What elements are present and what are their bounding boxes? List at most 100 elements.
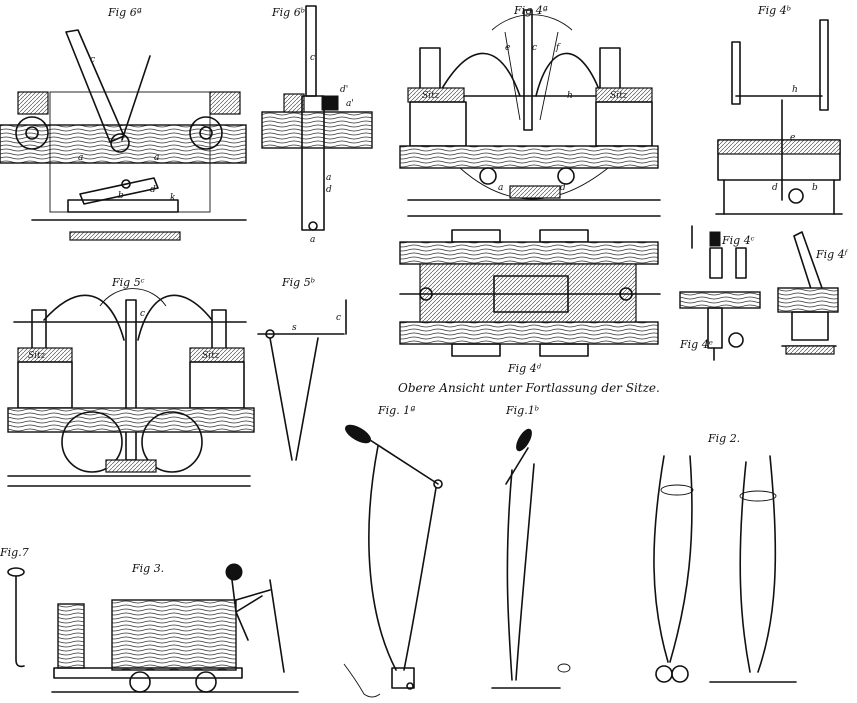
fig6b-beam	[261, 111, 373, 149]
fig3-drawing: Fig 3.	[51, 562, 299, 693]
fig1a-label: Fig. 1ª	[377, 404, 415, 417]
fig5c-label: Fig 5ᶜ	[111, 276, 145, 289]
fig4b-post-left	[731, 41, 741, 105]
fig5c-letter-c: c	[140, 309, 145, 319]
fig6b-letter-d: d	[326, 185, 332, 195]
fig2-right-outer-b	[757, 455, 777, 673]
fig4a-base	[509, 185, 561, 199]
fig4b-label: Fig 4ᵇ	[757, 4, 791, 17]
fig5b-drawing: Fig 5ᵇ s c	[257, 276, 347, 461]
fig4d-top-wheel-right	[539, 229, 589, 243]
fig6a-letter-b: b	[118, 191, 124, 201]
fig4a-guide-left	[504, 31, 521, 121]
fig5c-seatbox-right	[189, 361, 245, 409]
fig6a-right-hub-center	[199, 126, 213, 140]
fig6a-label: Fig 6ª	[107, 6, 142, 19]
fig7-label: Fig.7	[0, 546, 29, 559]
fig4d-top-wheel-left	[451, 229, 501, 243]
fig4a-wheel-right	[557, 167, 575, 185]
fig3-crate-left	[57, 603, 85, 669]
fig6b-drawing: Fig 6ᵇ c d' a' a d a	[261, 5, 373, 245]
fig6b-letter-a: a	[326, 173, 331, 183]
fig6b-block-left	[283, 93, 305, 113]
fig4a-guide-right	[539, 31, 559, 121]
fig4a-letter-f: f	[555, 43, 561, 53]
fig6a-letter-k: k	[170, 193, 175, 203]
fig3-chassis	[53, 667, 243, 679]
fig6a-right-wheel-hub	[189, 116, 223, 150]
fig1a-drawing: Fig. 1ª	[343, 404, 443, 698]
fig5c-arm-left	[43, 294, 125, 341]
fig7-drawing: Fig.7	[0, 546, 29, 668]
fig1b-label: Fig.1ᵇ	[505, 404, 539, 417]
fig7-rod	[15, 575, 25, 668]
fig6b-letter-dprime: d'	[340, 85, 348, 95]
fig6b-letter-aprime: a'	[346, 99, 354, 109]
fig6a-letter-a: a	[78, 153, 83, 163]
fig4a-letter-e: e	[505, 43, 510, 53]
fig2-left-band	[660, 484, 694, 496]
fig5c-lever	[125, 299, 137, 461]
fig1b-ring	[557, 663, 571, 673]
fig4a-arm-left	[439, 52, 521, 97]
fig6b-foot	[308, 221, 318, 231]
fig4c-side-plate	[735, 247, 747, 279]
fig4a-seat-post-left	[419, 47, 441, 91]
fig6a-right-bracket	[209, 91, 241, 115]
fig4c-block	[709, 231, 721, 247]
fig6b-block-right	[321, 95, 339, 111]
fig3-crate-main	[111, 599, 237, 671]
fig1a-handle-grip	[345, 424, 371, 444]
fig4a-letter-d: d	[560, 183, 566, 193]
fig4a-frame	[399, 145, 659, 169]
fig1a-foot	[391, 667, 415, 689]
fig4d-bottom-wheel-left	[451, 343, 501, 357]
fig4f-label: Fig 4ᶠ	[815, 248, 849, 261]
fig4a-letter-h: h	[567, 91, 573, 101]
fig4d-deck	[419, 263, 637, 323]
fig6a-brake-arm	[121, 55, 151, 141]
fig4f-housing	[791, 311, 829, 341]
fig1a-ring	[406, 682, 414, 690]
fig1b-drawing: Fig.1ᵇ	[491, 404, 571, 689]
fig4b-letter-e: e	[790, 133, 795, 143]
fig1a-top-bar	[369, 439, 439, 485]
fig4a-lever	[523, 9, 533, 131]
fig6a-ground	[69, 231, 181, 241]
fig4d-frame-bottom	[399, 321, 659, 345]
fig6a-beam	[0, 124, 247, 164]
fig4a-seat-post-right	[599, 47, 621, 91]
fig5c-base	[105, 459, 157, 473]
fig2-left-outer-a	[653, 455, 669, 663]
fig1a-right-leg	[403, 487, 437, 671]
fig5c-swing-arc	[99, 288, 167, 307]
fig4a-seatbox-left	[409, 101, 467, 147]
fig1b-right-leg	[515, 463, 535, 681]
fig5c-drawing: Fig 5ᶜ Sitz Sitz c	[7, 276, 255, 487]
fig3-wheel-2	[195, 671, 217, 693]
fig6a-left-hub-center	[25, 126, 39, 140]
fig6b-rod	[305, 5, 317, 97]
fig6a-left-bracket	[17, 91, 49, 115]
fig1b-left-leg	[506, 469, 513, 681]
fig6a-left-wheel-hub	[15, 116, 49, 150]
fig4f-ground	[785, 345, 835, 355]
fig4b-letter-h: h	[792, 85, 798, 95]
fig4b-letter-d: d	[772, 183, 778, 193]
fig6b-letter-a2: a	[310, 235, 315, 245]
fig6b-letter-c: c	[310, 53, 315, 63]
fig4c-lower-housing	[707, 307, 723, 349]
fig4d-bottom-wheel-right	[539, 343, 589, 357]
fig4a-seatbox-right	[595, 101, 653, 147]
fig2-right-band	[739, 490, 777, 502]
fig5c-frame	[7, 407, 255, 433]
fig3-worker-body	[231, 579, 271, 641]
fig4d-drawing: Fig 4ᵈ Obere Ansicht unter Fortlassung d…	[398, 229, 661, 395]
fig6a-pivot	[110, 133, 130, 153]
fig4a-arm-right	[535, 52, 601, 97]
fig6b-label: Fig 6ᵇ	[271, 6, 305, 19]
fig4a-drawing: Fig 4ª Sitz Sitz e c f h a d	[399, 4, 661, 217]
fig5b-letter-s: s	[292, 323, 297, 333]
